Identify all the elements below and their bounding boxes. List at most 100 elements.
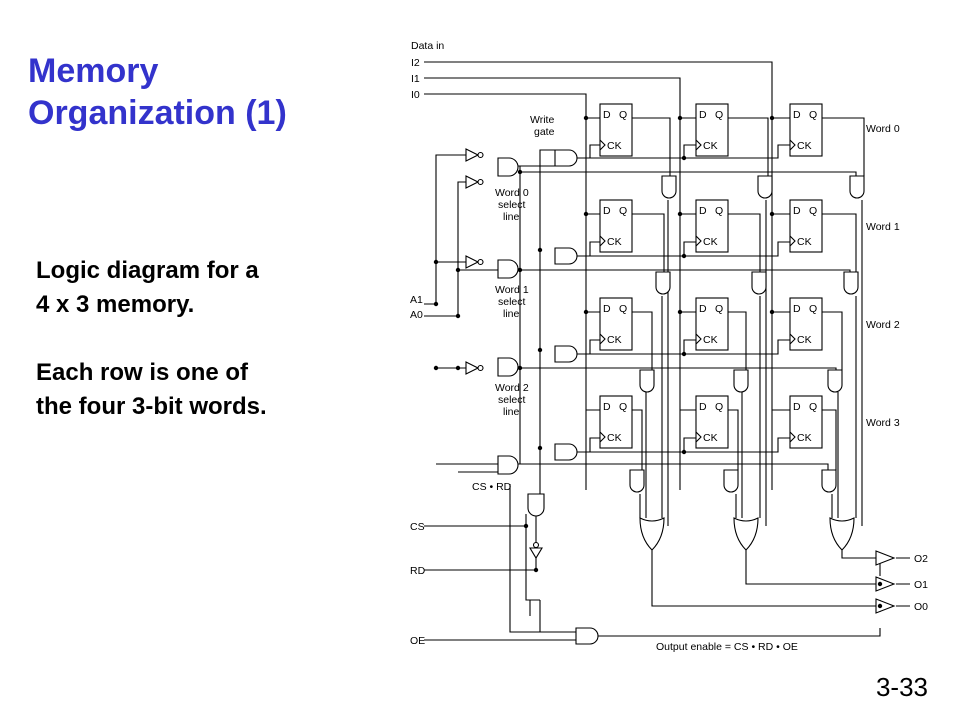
write-gate-line [539, 149, 555, 510]
junction-dot [433, 259, 439, 265]
cs-label: CS [410, 521, 425, 533]
or-gate-o0 [639, 517, 665, 551]
ff-q-label: Q [619, 205, 627, 217]
word0-select-label-3: line [503, 211, 520, 223]
tristate-buffer [875, 550, 896, 566]
read-and-gate [827, 369, 843, 393]
junction-dot [433, 365, 439, 371]
caption-line-4: the four 3-bit words. [36, 393, 267, 420]
a1-label: A1 [410, 294, 423, 306]
slide-number: 3-33 [875, 672, 928, 702]
word1-select-label-1: Word 1 [495, 284, 529, 296]
clock-triangle [599, 235, 606, 247]
a1-inverter-bubble [477, 151, 484, 159]
data-in-label: Data in [411, 40, 444, 52]
ff-d-label: D [793, 109, 801, 121]
ff-ck-label: CK [703, 334, 718, 346]
junction-dot [769, 309, 775, 315]
word1-select-label-2: select [498, 296, 526, 308]
a1-inverter-bubble [477, 258, 484, 266]
flip-flop-box [599, 395, 633, 449]
read-and-gate [655, 271, 671, 295]
flip-flop-box [695, 395, 729, 449]
junction-dot [677, 115, 683, 121]
junction-dot [583, 115, 589, 121]
word0-label: Word 0 [866, 123, 900, 135]
output-enable-label: Output enable = CS • RD • OE [656, 641, 798, 653]
i2-line [424, 61, 773, 490]
ff-ck-label: CK [797, 334, 812, 346]
diagram-labels: Data in I2 I1 I0 Write gate A1 A0 Word 0… [410, 40, 928, 653]
rd-label: RD [410, 565, 426, 577]
junction-dots [433, 115, 883, 609]
a0-taps [458, 269, 498, 473]
a0-line [424, 181, 466, 317]
ff-q-label: Q [619, 303, 627, 315]
caption-line-3: Each row is one of [36, 359, 249, 386]
ff-q-label: Q [809, 303, 817, 315]
junction-dot [677, 309, 683, 315]
ff-d-label: D [699, 401, 707, 413]
read-and-gate [723, 469, 739, 493]
a1-line [424, 154, 466, 305]
flip-flop-box [789, 103, 823, 157]
junction-dot [677, 211, 683, 217]
flip-flop-box [789, 395, 823, 449]
junction-dot [681, 253, 687, 259]
ff-d-label: D [603, 303, 611, 315]
i1-label: I1 [411, 73, 420, 85]
ff-q-label: Q [619, 401, 627, 413]
read-and-gate [629, 469, 645, 493]
write-and-gate [554, 345, 578, 363]
ff-d-label: D [793, 401, 801, 413]
decoder-and-gate [497, 455, 519, 475]
col1-wires [728, 117, 769, 526]
a0-inverter-bubble [477, 178, 484, 186]
clock-triangle [695, 333, 702, 345]
write-gate-label-1: Write [530, 114, 554, 126]
col0-wires [630, 117, 671, 526]
write-and-gate [554, 443, 578, 461]
ff-ck-label: CK [797, 140, 812, 152]
decoder-and-gate [497, 259, 519, 279]
junction-dot [877, 603, 883, 609]
junction-dot [583, 309, 589, 315]
clock-triangle [789, 139, 796, 151]
o0-path [651, 550, 876, 607]
rd-line [424, 556, 537, 571]
junction-dot [455, 365, 461, 371]
word2-select-label-3: line [503, 406, 520, 418]
junction-dot [433, 301, 439, 307]
ff-d-label: D [603, 109, 611, 121]
junction-dot [537, 247, 543, 253]
o2-path [841, 550, 876, 559]
junction-dot [455, 267, 461, 273]
word0-line [516, 165, 857, 176]
ff-d-label: D [699, 303, 707, 315]
a0-inverter [465, 175, 480, 189]
a1-inverter [465, 255, 480, 269]
cs-rd-label: CS • RD [472, 481, 512, 493]
rd-inverter-bubble [532, 541, 540, 549]
i0-line [424, 93, 587, 490]
a0-inverter-bubble [477, 364, 484, 372]
clock-triangle [789, 431, 796, 443]
ff-d-label: D [603, 205, 611, 217]
flip-flop-box [599, 199, 633, 253]
ff-q-label: Q [715, 303, 723, 315]
flip-flop-box [599, 297, 633, 351]
word3-line [519, 368, 829, 470]
clock-triangle [599, 333, 606, 345]
word2-select-label-2: select [498, 394, 526, 406]
flip-flop-box [789, 297, 823, 351]
ff-ck-label: CK [703, 236, 718, 248]
gates [465, 148, 896, 645]
oe-label: OE [410, 635, 425, 647]
